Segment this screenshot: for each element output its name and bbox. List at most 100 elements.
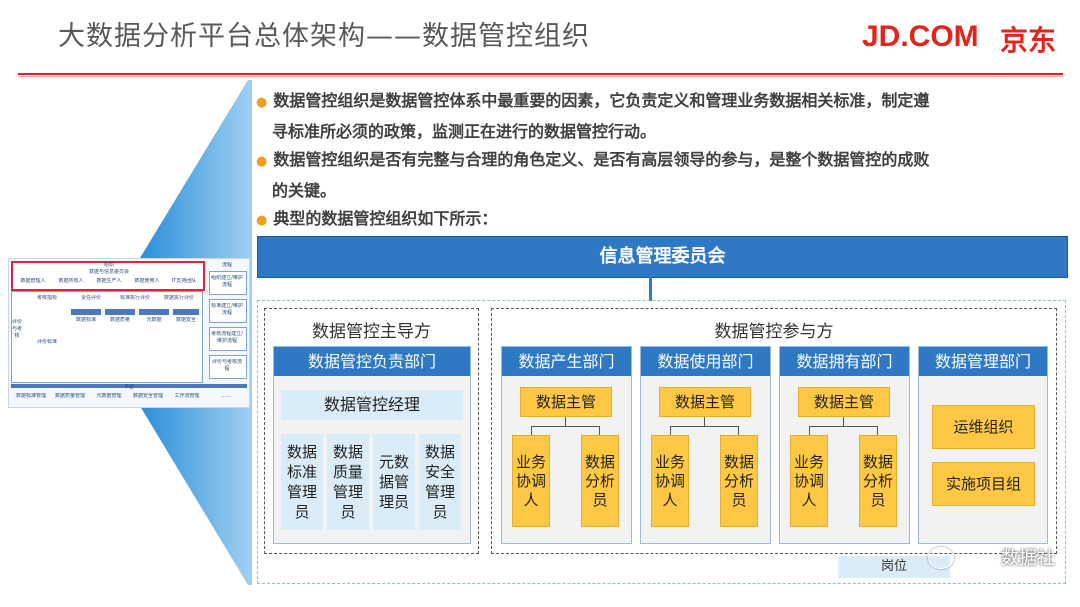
role-text: 元数据管理员	[379, 453, 410, 511]
thumb-domain: 数据标准	[75, 317, 96, 323]
bullet-text: 的关键。	[272, 181, 337, 200]
thumb-org-title: 组织	[103, 262, 114, 268]
thumb-org-role: 数据生产人	[96, 278, 122, 284]
role-text: 数据分析员	[585, 452, 616, 509]
thumb-platform-title: 平台	[123, 384, 134, 390]
thumb-platform-item: 数据安全管理	[132, 393, 163, 399]
lead-role-box: 元数据管理员	[373, 434, 415, 530]
thumb-domain-bar	[71, 309, 101, 315]
bullet-text: 数据管控组织是数据管控体系中最重要的因素，它负责定义和管理业务数据相关标准，制定…	[273, 91, 930, 110]
mgmt-item-box: 运维组织	[932, 405, 1035, 449]
bullet-2: ● 数据管控组织是否有完整与合理的角色定义、是否有高层领导的参与，是整个数据管控的…	[256, 145, 1056, 205]
tree-line	[738, 426, 739, 435]
thumb-flow-box	[209, 327, 247, 351]
thumb-flow-box	[209, 271, 247, 295]
thumb-org-role: IT支持团队	[171, 278, 197, 284]
participant-group-frame	[491, 308, 1057, 554]
wechat-icon	[928, 547, 954, 569]
dept-header: 数据使用部门	[641, 347, 770, 376]
thumb-metric: 责任评价	[80, 295, 101, 301]
dept-manager-box: 数据主管	[659, 387, 751, 417]
watermark: 数据社	[1001, 548, 1055, 569]
role-box: 数据分析员	[859, 435, 897, 527]
role-text: 数据分析员	[863, 452, 894, 509]
jd-logo-latin: JD.COM	[862, 20, 979, 53]
thumb-flow-box	[209, 299, 247, 323]
tree-line	[809, 426, 878, 427]
thumb-domain: 数据安全	[175, 317, 196, 323]
tree-line	[704, 417, 705, 427]
tree-line	[670, 426, 671, 435]
lead-role-box: 数据安全管理员	[419, 434, 461, 530]
role-box: 数据分析员	[720, 435, 758, 527]
role-text: 数据质量管理员	[333, 443, 364, 521]
lead-manager-box: 数据管控经理	[281, 390, 463, 420]
thumb-domain-bar	[105, 309, 135, 315]
thumb-platform-bar	[11, 384, 247, 388]
jd-logo-chinese: 京东	[1000, 24, 1057, 57]
role-box: 业务协调人	[651, 435, 689, 527]
thumb-eval-label: 评价标准	[36, 339, 57, 345]
thumb-platform-item: ……	[221, 393, 231, 399]
thumb-flow: 组织建立/维护流程	[211, 275, 243, 288]
thumb-flow-box	[209, 355, 247, 379]
participant-group-title: 数据管控参与方	[714, 322, 834, 342]
thumb-metric: 标准执行评价	[119, 295, 150, 301]
bullet-text: 数据管控组织是否有完整与合理的角色定义、是否有高层领导的参与，是整个数据管控的成…	[273, 150, 930, 169]
tree-line	[670, 426, 739, 427]
bullet-dot-icon: ●	[256, 154, 268, 169]
dept-header: 数据拥有部门	[780, 347, 909, 376]
page-title: 大数据分析平台总体架构——数据管控组织	[58, 21, 590, 52]
thumb-platform-item: 数据质量管理	[54, 393, 85, 399]
thumb-flow: 考核流程建立/维护流程	[211, 331, 243, 344]
header-divider-shadow	[18, 76, 1063, 77]
bullet-dot-icon: ●	[256, 213, 268, 228]
thumb-org-role: 数据管理人	[20, 278, 46, 284]
thumb-flow: 标准建立/维护流程	[211, 303, 243, 316]
bullet-1: ● 数据管控组织是数据管控体系中最重要的因素，它负责定义和管理业务数据相关标准，制…	[256, 86, 1056, 146]
dept-manager-box: 数据主管	[798, 387, 890, 417]
thumb-domain-bar	[139, 309, 169, 315]
thumb-left-label: 评价与考核	[12, 319, 22, 339]
lead-group-frame	[264, 308, 479, 554]
tree-line	[809, 426, 810, 435]
role-box: 业务协调人	[512, 435, 550, 527]
org-outer-frame	[257, 300, 1066, 584]
tree-line	[843, 417, 844, 427]
thumb-domain-bar	[173, 309, 199, 315]
thumb-platform-item: 工作流管理	[174, 393, 200, 399]
role-text: 业务协调人	[516, 452, 547, 509]
thumb-domain: 元数据	[146, 317, 162, 323]
thumb-flow-title: 流程	[221, 262, 232, 268]
bullet-3: ● 典型的数据管控组织如下所示：	[256, 204, 1056, 235]
lead-role-box: 数据质量管理员	[327, 434, 369, 530]
thumb-platform-item: 数据标准管理	[15, 393, 46, 399]
tree-line	[877, 426, 878, 435]
mgmt-item-box: 实施项目组	[932, 462, 1035, 506]
tree-line	[565, 417, 566, 427]
dept-manager-box: 数据主管	[520, 387, 612, 417]
bullet-text: 寻标准所必须的政策，监测正在进行的数据管控行动。	[272, 122, 657, 141]
tree-line	[599, 426, 600, 435]
thumb-metric: 考核指标	[36, 295, 57, 301]
header-divider	[18, 73, 1063, 75]
info-committee-box: 信息管理委员会	[257, 236, 1068, 278]
bullet-dot-icon: ●	[256, 95, 268, 110]
lead-role-box: 数据标准管理员	[281, 434, 323, 530]
bullet-text: 典型的数据管控组织如下所示：	[273, 209, 498, 228]
thumb-org-box	[11, 261, 205, 291]
thumb-flow: 评价与考核流程	[211, 359, 242, 372]
thumb-org-sub: 数据与信息委员会	[88, 269, 129, 275]
dept-header: 数据产生部门	[502, 347, 631, 376]
committee-connector	[649, 277, 652, 301]
thumb-eval-box	[11, 291, 203, 383]
dept-header: 数据管理部门	[919, 347, 1047, 376]
role-text: 数据分析员	[724, 452, 755, 509]
architecture-thumbnail: 组织 数据与信息委员会 数据管理人 数据所有人 数据生产人 数据使用人 IT支持…	[8, 258, 250, 408]
lead-group-title: 数据管控主导方	[312, 322, 431, 342]
role-text: 数据标准管理员	[287, 443, 318, 521]
thumb-org-role: 数据使用人	[134, 278, 160, 284]
role-text: 数据安全管理员	[425, 443, 456, 521]
dept-header: 数据管控负责部门	[274, 347, 470, 376]
tree-line	[531, 426, 600, 427]
